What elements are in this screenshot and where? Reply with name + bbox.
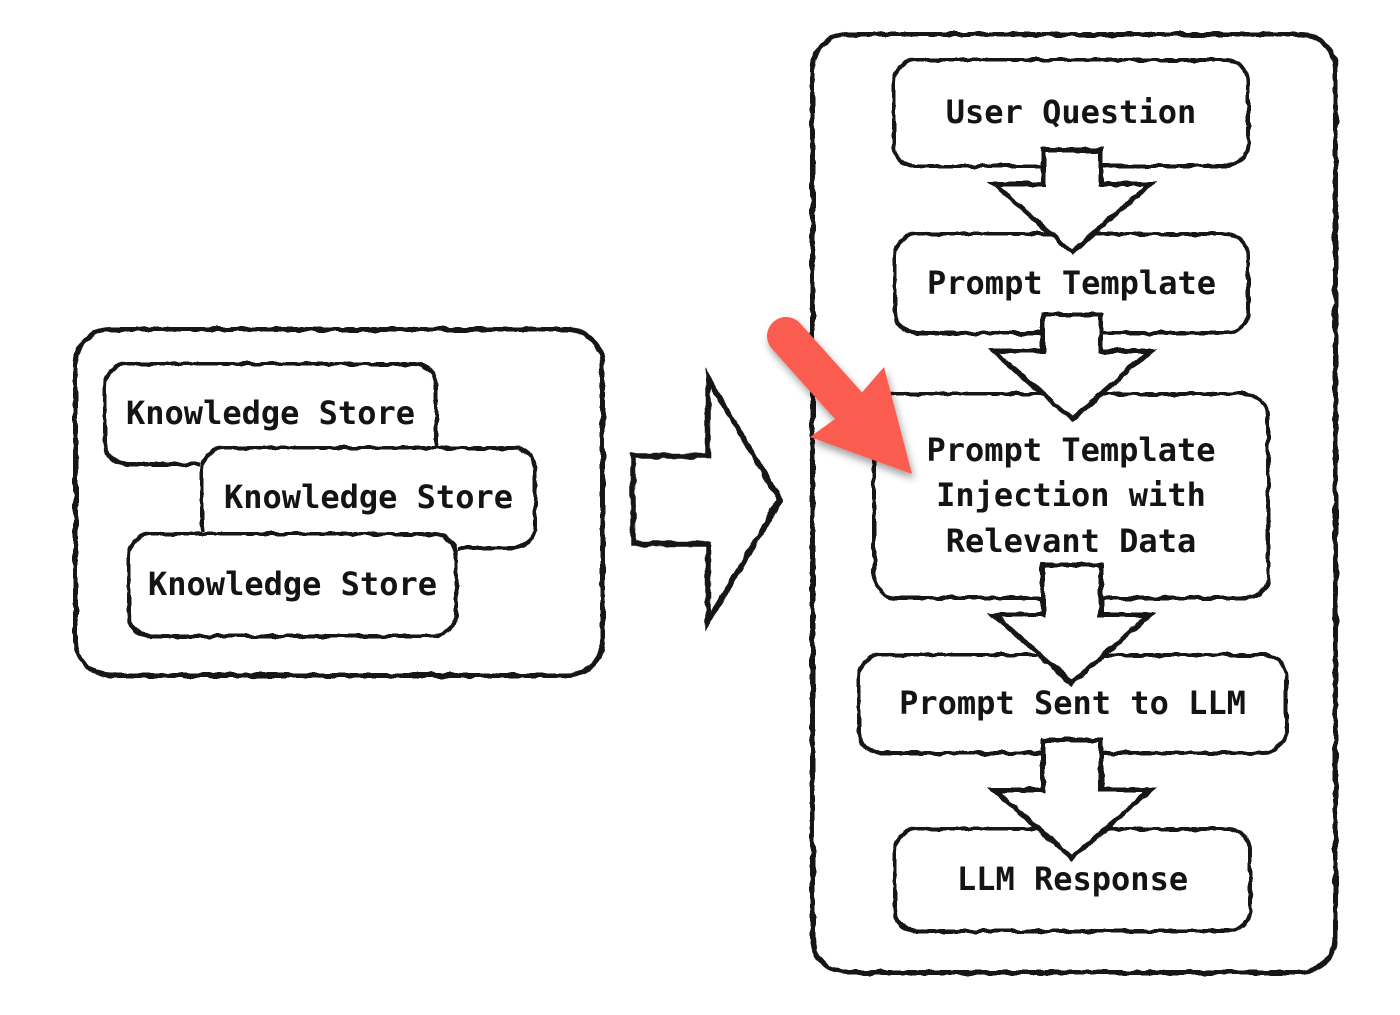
prompt-injection-box: Prompt Template Injection with Relevant … xyxy=(872,392,1270,600)
stores-to-flow-arrow-icon xyxy=(630,367,784,633)
prompt-template-label: Prompt Template xyxy=(927,263,1216,302)
knowledge-store-box-3: Knowledge Store xyxy=(127,532,458,638)
knowledge-store-label-3: Knowledge Store xyxy=(148,565,437,604)
prompt-injection-label: Prompt Template Injection with Relevant … xyxy=(926,430,1216,560)
llm-response-box: LLM Response xyxy=(893,827,1252,933)
prompt-template-box: Prompt Template xyxy=(893,232,1250,335)
llm-response-label: LLM Response xyxy=(956,860,1189,899)
user-question-box: User Question xyxy=(892,58,1250,168)
knowledge-store-label-2: Knowledge Store xyxy=(224,478,513,517)
prompt-sent-to-llm-label: Prompt Sent to LLM xyxy=(899,684,1246,723)
knowledge-store-label-1: Knowledge Store xyxy=(126,394,415,433)
user-question-label: User Question xyxy=(945,93,1197,132)
prompt-sent-to-llm-box: Prompt Sent to LLM xyxy=(857,653,1288,755)
